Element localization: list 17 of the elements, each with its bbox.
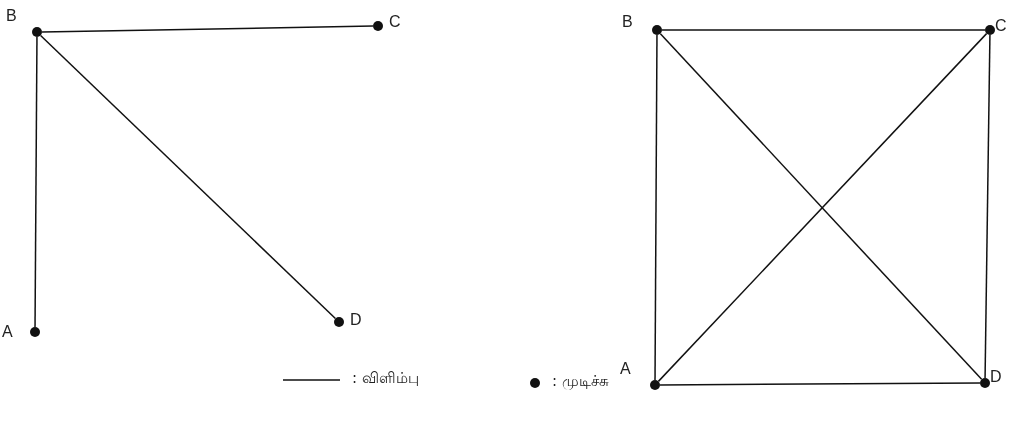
- vertex-label: B: [622, 13, 633, 31]
- vertex-label: A: [620, 360, 631, 378]
- vertex-label: D: [990, 368, 1002, 386]
- vertex-label: A: [2, 323, 13, 341]
- vertex-label: C: [995, 17, 1007, 35]
- vertex-label: C: [389, 13, 401, 31]
- edge-line: [659, 382, 981, 386]
- edge-line: [41, 25, 374, 33]
- legend-text: : முடிச்சு: [552, 372, 609, 392]
- edge-line: [661, 29, 986, 31]
- edge-line: [34, 36, 38, 328]
- vertex-label: B: [6, 7, 17, 25]
- legend-text: : விளிம்பு: [352, 369, 419, 389]
- edge-line: [654, 34, 658, 381]
- edge-line: [39, 34, 337, 320]
- vertex-label: D: [350, 311, 362, 329]
- edge-line: [984, 34, 991, 379]
